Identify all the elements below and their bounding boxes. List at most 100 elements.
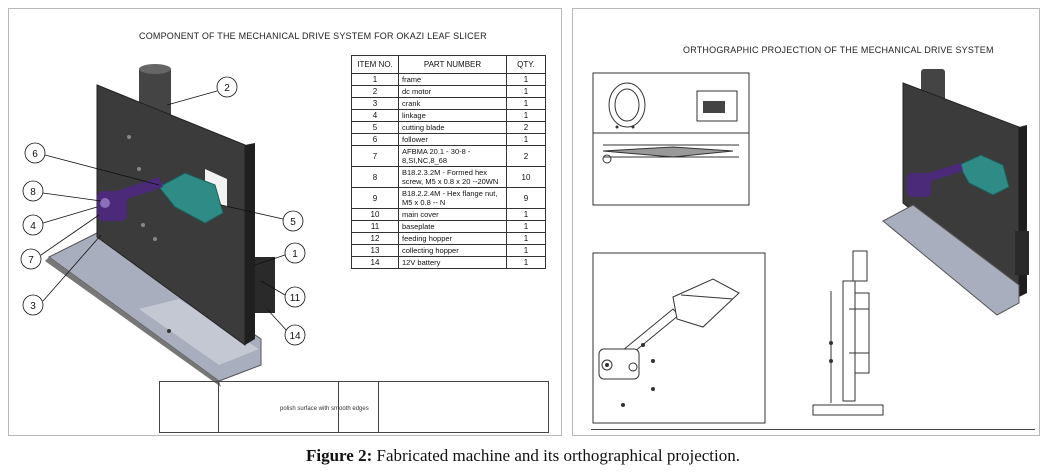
crank-pin (100, 198, 110, 208)
bom-quantity: 1 (506, 97, 546, 110)
callout-5: 5 (290, 217, 296, 228)
bom-item-number: 1 (351, 73, 399, 86)
bom-item-number: 2 (351, 85, 399, 98)
isometric-view-small (882, 69, 1029, 316)
hopper-lower-panel (139, 299, 259, 365)
bom-quantity: 1 (506, 73, 546, 86)
bom-header-row: ITEM NO. PART NUMBER QTY. (351, 55, 546, 74)
motor-outline-top (608, 82, 646, 128)
bolt-hole (153, 237, 157, 241)
bom-quantity: 1 (506, 220, 546, 233)
callout-numbers: 2 6 8 4 7 3 5 1 11 14 (28, 83, 301, 342)
top-view (592, 72, 750, 206)
bom-item-number: 6 (351, 133, 399, 146)
bom-part-number: feeding hopper (398, 232, 507, 245)
figure-label: Figure 2: (306, 446, 373, 465)
left-title-block: polish surface with smooth edges (159, 381, 549, 433)
bom-quantity: 9 (506, 187, 546, 209)
hopper-hole (167, 329, 171, 333)
bolt-hole (137, 167, 141, 171)
crank-outline-front (598, 348, 640, 380)
frame-outline-side (842, 280, 856, 402)
callout-14: 14 (289, 331, 301, 342)
bom-quantity: 1 (506, 133, 546, 146)
right-drawing-sheet: ORTHOGRAPHIC PROJECTION OF THE MECHANICA… (572, 8, 1040, 436)
cutting-blade (158, 172, 224, 224)
bom-quantity: 1 (506, 109, 546, 122)
bom-quantity: 1 (506, 244, 546, 257)
dc-motor-top (139, 64, 171, 74)
bom-item-number: 9 (351, 187, 399, 209)
bom-quantity: 1 (506, 232, 546, 245)
bom-item-number: 13 (351, 244, 399, 257)
bom-header-item: ITEM NO. (351, 55, 399, 74)
callout-4: 4 (30, 221, 36, 232)
base-outline-side (812, 404, 884, 416)
bom-item-number: 7 (351, 145, 399, 167)
bom-part-number: main cover (398, 208, 507, 221)
battery-outline-top (696, 90, 738, 122)
bom-quantity: 1 (506, 256, 546, 269)
title-block-divider (378, 382, 379, 432)
bom-part-number: B18.2.3.2M - Formed hex screw, M5 x 0.8 … (398, 166, 507, 188)
bom-header-qty: QTY. (506, 55, 546, 74)
bolt-hole (141, 223, 145, 227)
bom-item-number: 5 (351, 121, 399, 134)
left-sheet-title: COMPONENT OF THE MECHANICAL DRIVE SYSTEM… (139, 31, 487, 41)
bom-part-number: cutting blade (398, 121, 507, 134)
frame-edge (245, 143, 255, 345)
bom-item-number: 3 (351, 97, 399, 110)
bom-item-number: 8 (351, 166, 399, 188)
bom-item-number: 10 (351, 208, 399, 221)
left-drawing-sheet: COMPONENT OF THE MECHANICAL DRIVE SYSTEM… (8, 8, 562, 436)
bom-quantity: 2 (506, 121, 546, 134)
title-block-finish-note: polish surface with smooth edges (280, 406, 369, 412)
bom-item-number: 11 (351, 220, 399, 233)
bom-item-number: 4 (351, 109, 399, 122)
isometric-assembly-drawing: 2 6 8 4 7 3 5 1 11 14 (20, 64, 306, 387)
bom-part-number: crank (398, 97, 507, 110)
hopper-edge (45, 257, 221, 387)
title-block-divider (338, 382, 339, 432)
bolt-hole (127, 135, 131, 139)
battery (255, 257, 275, 313)
callout-8: 8 (30, 187, 36, 198)
bom-quantity: 10 (506, 166, 546, 188)
callout-1: 1 (292, 249, 298, 260)
bom-part-number: collecting hopper (398, 244, 507, 257)
callout-balloons (20, 76, 306, 346)
blade-outline-top (602, 146, 734, 158)
title-block-divider (218, 382, 219, 432)
bom-part-number: baseplate (398, 220, 507, 233)
callout-11: 11 (290, 293, 301, 304)
blade-outline-front (672, 278, 740, 328)
dc-motor (139, 67, 171, 117)
callout-6: 6 (32, 149, 38, 160)
bom-part-number: frame (398, 73, 507, 86)
orthographic-projection-drawing (592, 69, 1029, 424)
bom-quantity: 1 (506, 85, 546, 98)
callout-3: 3 (30, 301, 36, 312)
bom-part-number: AFBMA 20.1 - 30-8 - 8,SI,NC,8_68 (398, 145, 507, 167)
bom-part-number: follower (398, 133, 507, 146)
figure-caption: Figure 2: Fabricated machine and its ort… (0, 446, 1046, 466)
bom-part-number: linkage (398, 109, 507, 122)
callout-2: 2 (224, 83, 230, 94)
front-view (592, 252, 766, 424)
callout-leaders (40, 90, 288, 332)
bom-item-number: 12 (351, 232, 399, 245)
